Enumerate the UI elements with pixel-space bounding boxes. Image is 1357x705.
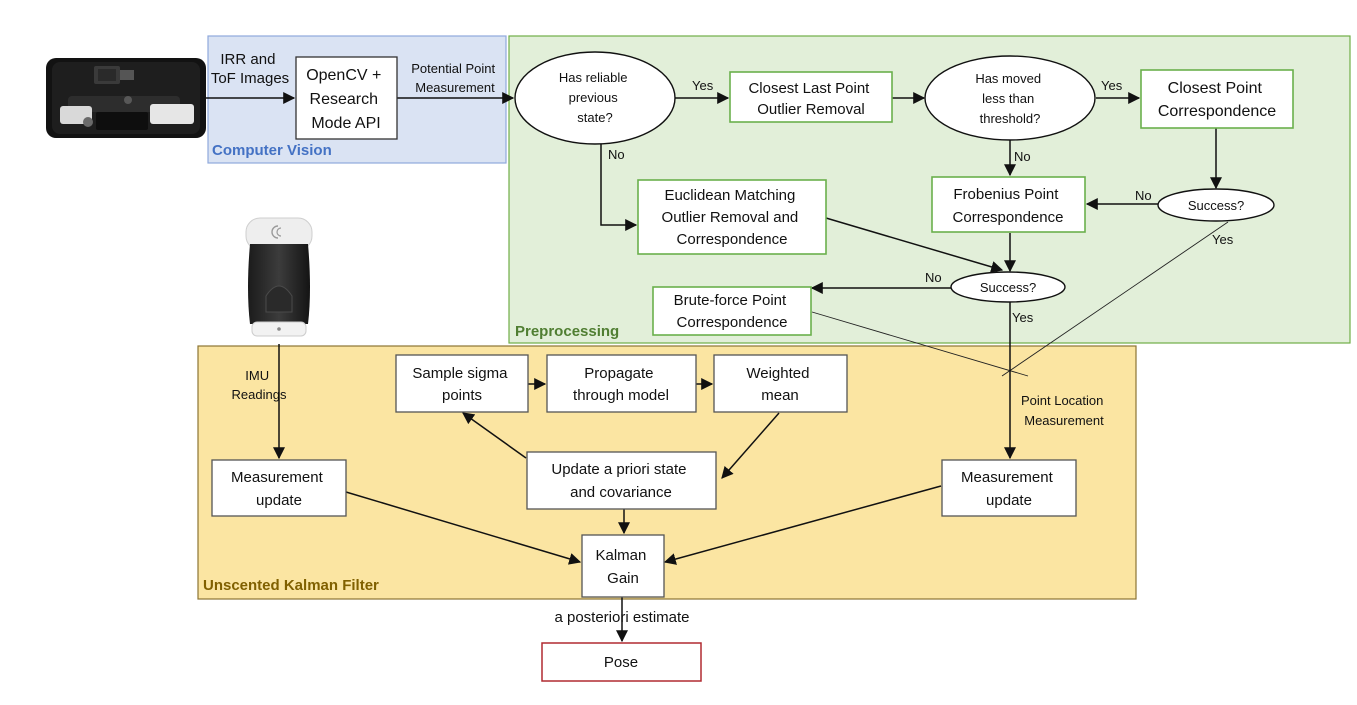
edge-label-yes-reliable: Yes: [692, 78, 714, 93]
node-brute-force: Brute-force Point Correspondence: [652, 286, 812, 336]
connectors: [206, 92, 1229, 643]
svg-text:Has moved less than: Has moved less than threshold?: [975, 71, 1044, 126]
decision-success-2: Success?: [950, 271, 1066, 303]
svg-text:Success?: Success?: [980, 280, 1036, 295]
node-measurement-update-point: Measurement update: [941, 459, 1077, 517]
node-closest-point-correspondence: Closest Point Correspondence: [1140, 69, 1294, 129]
edge-label-yes-moved: Yes: [1101, 78, 1123, 93]
edge-label-a-posteriori: a posteriori estimate: [554, 609, 689, 626]
svg-text:OpenCV + Research: OpenCV + Research Mode API: [306, 67, 386, 132]
svg-text:Success?: Success?: [1188, 198, 1244, 213]
edge-label-yes-success-2: Yes: [1012, 310, 1034, 325]
edge-label-irr-tof: IRR and ToF Images: [211, 51, 289, 87]
svg-text:Frobenius Point Correspo: Frobenius Point Correspondence: [953, 186, 1064, 226]
node-opencv: OpenCV + Research Mode API: [295, 56, 398, 140]
svg-text:Sample sigma points: Sample sigma points: [412, 365, 511, 404]
edge-label-yes-success-1: Yes: [1212, 232, 1234, 247]
edge-label-no-success-2: No: [925, 270, 942, 285]
svg-text:Update a priori state an: Update a priori state and covariance: [551, 461, 690, 501]
edge-label-potential-point: Potential Point Measurement: [411, 61, 498, 95]
preprocessing-title: Preprocessing: [515, 323, 619, 340]
svg-text:Brute-force Point Corres: Brute-force Point Correspondence: [674, 292, 791, 331]
decision-has-moved: Has moved less than threshold?: [924, 55, 1096, 141]
decision-success-1: Success?: [1157, 188, 1275, 222]
node-pose: Pose: [541, 642, 702, 682]
svg-text:Weighted mean: Weighted mean: [746, 365, 813, 404]
svg-text:Pose: Pose: [604, 654, 638, 671]
edge-label-imu: IMU Readings: [232, 368, 287, 402]
node-euclidean-matching: Euclidean Matching Outlier Removal and C…: [637, 179, 827, 255]
svg-text:Kalman Gain: Kalman Gain: [595, 547, 650, 587]
svg-text:Measurement update: Measurement update: [231, 469, 327, 509]
ultrasound-probe-photo: [245, 217, 313, 337]
decision-has-reliable-state: Has reliable previous state?: [514, 51, 676, 145]
headset-photo: [46, 58, 206, 138]
node-measurement-update-imu: Measurement update: [211, 459, 347, 517]
edge-label-no-moved: No: [1014, 149, 1031, 164]
node-kalman-gain: Kalman Gain: [581, 534, 665, 598]
node-sample-sigma-points: Sample sigma points: [395, 354, 529, 413]
edge-label-point-location: Point Location Measurement: [1021, 393, 1107, 428]
svg-text:Euclidean Matching Outli: Euclidean Matching Outlier Removal and C…: [662, 187, 803, 248]
computer-vision-title: Computer Vision: [212, 142, 332, 159]
svg-text:Has reliable previous: Has reliable previous state?: [559, 70, 631, 125]
node-weighted-mean: Weighted mean: [713, 354, 848, 413]
svg-text:Closest Point Correspond: Closest Point Correspondence: [1158, 80, 1276, 120]
svg-text:Measurement update: Measurement update: [961, 469, 1057, 509]
node-closest-last-point: Closest Last Point Outlier Removal: [729, 71, 893, 123]
node-update-apriori: Update a priori state and covariance: [526, 451, 717, 510]
ukf-title: Unscented Kalman Filter: [203, 577, 379, 594]
node-frobenius: Frobenius Point Correspondence: [931, 176, 1086, 233]
node-propagate: Propagate through model: [546, 354, 697, 413]
edge-label-no-success-1: No: [1135, 188, 1152, 203]
edge-label-no-reliable: No: [608, 147, 625, 162]
svg-text:Propagate through model: Propagate through model: [573, 365, 669, 404]
svg-text:Closest Last Point Outli: Closest Last Point Outlier Removal: [748, 80, 873, 118]
